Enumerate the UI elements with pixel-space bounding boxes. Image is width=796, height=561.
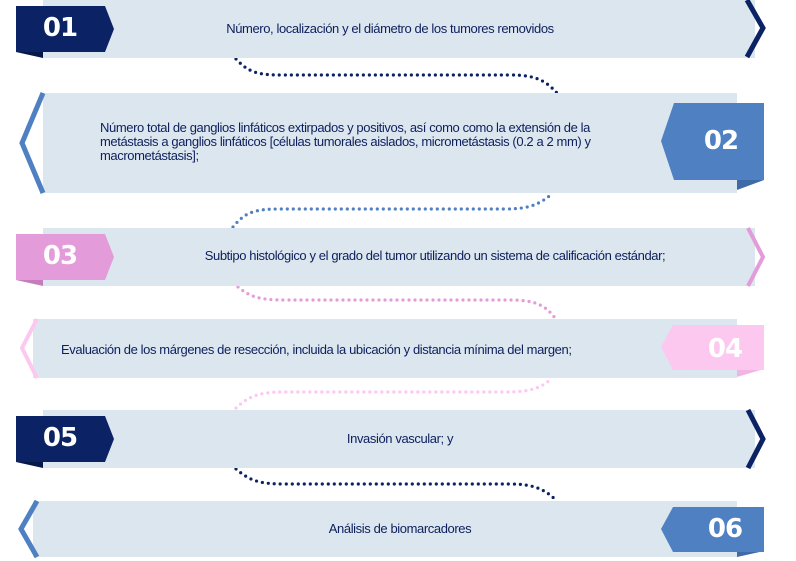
step-02-badge: 02 (661, 103, 765, 193)
connector-03-04 (236, 285, 557, 320)
step-05-text: Invasión vascular; y (346, 431, 454, 446)
connector-04-05 (234, 376, 554, 410)
step-04-badge: 04 (661, 325, 765, 378)
chevron-left-icon (19, 318, 39, 379)
chevron-left-icon (19, 92, 46, 194)
step-01-panel (43, 0, 755, 58)
step-05-badge: 05 (16, 416, 116, 468)
step-03-badge: 03 (16, 234, 116, 286)
step-number: 01 (42, 13, 78, 43)
step-05-panel (43, 410, 755, 468)
step-number: 05 (42, 423, 78, 453)
chevron-left-icon (18, 499, 40, 559)
step-number: 03 (42, 241, 78, 271)
connector-05-06 (234, 467, 558, 502)
step-06-badge: 06 (661, 507, 765, 559)
step-06-text: Análisis de biomarcadores (328, 521, 472, 536)
step-06-panel (33, 501, 737, 557)
connector-02-03 (231, 191, 555, 229)
connector-01-02 (234, 57, 559, 95)
step-03-text: Subtipo histológico y el grado del tumor… (204, 248, 666, 263)
step-number: 04 (707, 334, 743, 364)
step-number: 02 (703, 126, 739, 156)
step-01-badge: 01 (16, 6, 116, 58)
step-02-text: Número total de ganglios linfáticos exti… (100, 120, 591, 163)
chevron-right-icon (745, 408, 766, 470)
step-03-panel (43, 228, 755, 286)
step-number: 06 (707, 514, 743, 544)
chevron-right-icon (746, 227, 766, 287)
step-02-panel (43, 93, 737, 193)
chevron-right-icon (744, 0, 766, 59)
step-01-text: Número, localización y el diámetro de lo… (226, 21, 554, 36)
step-04-panel (33, 319, 737, 378)
step-04-text: Evaluación de los márgenes de resección,… (61, 342, 572, 357)
